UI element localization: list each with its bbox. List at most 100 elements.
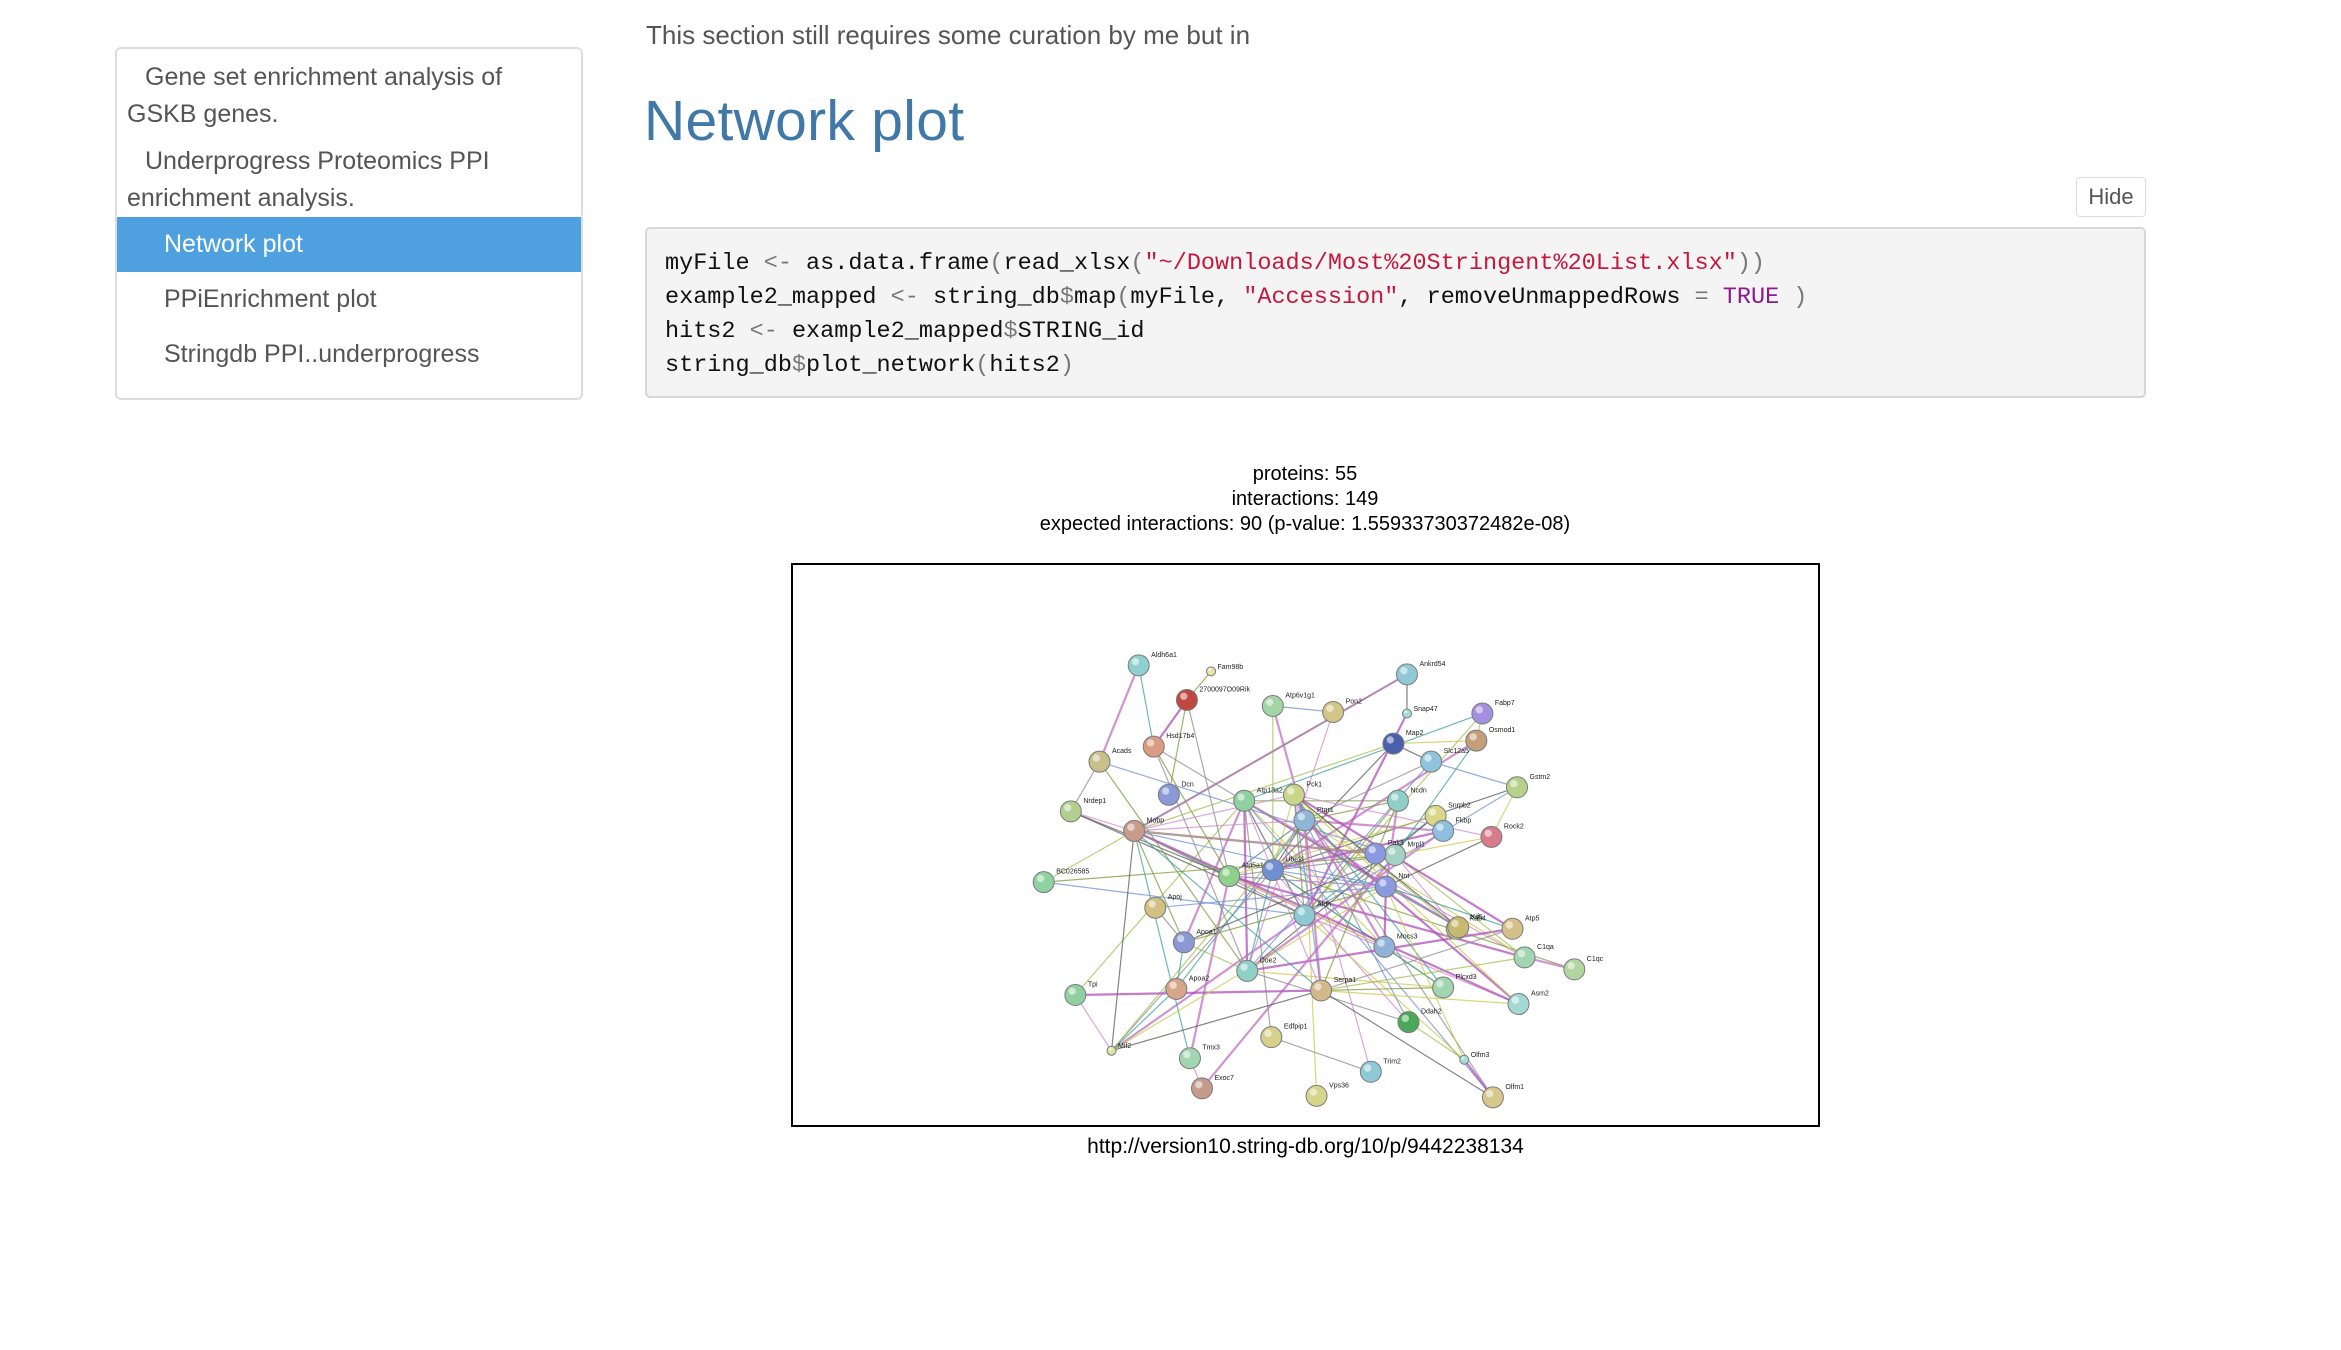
network-node[interactable]: Kif5 xyxy=(1447,914,1483,939)
network-node-circle[interactable] xyxy=(1481,1086,1504,1109)
network-node-circle[interactable] xyxy=(1305,1084,1328,1107)
network-node[interactable]: 2700097O09Rik xyxy=(1175,686,1251,711)
network-node-circle[interactable] xyxy=(1233,789,1256,812)
network-node-circle[interactable] xyxy=(1172,931,1195,954)
network-node-circle[interactable] xyxy=(1506,776,1529,799)
network-node[interactable]: Mocs3 xyxy=(1373,933,1418,958)
network-node[interactable]: Slc12a5 xyxy=(1420,748,1469,773)
network-node[interactable]: Ube2l xyxy=(1261,857,1304,882)
network-node[interactable]: Rock2 xyxy=(1480,823,1524,848)
network-node-circle[interactable] xyxy=(1386,789,1409,812)
network-node[interactable]: Apoj xyxy=(1144,894,1182,919)
network-node-circle[interactable] xyxy=(1374,875,1397,898)
network-node[interactable]: Olfm1 xyxy=(1481,1084,1524,1109)
network-node[interactable]: Osmod1 xyxy=(1465,727,1516,752)
network-node-circle[interactable] xyxy=(1088,750,1111,773)
network-node[interactable]: Mif2 xyxy=(1106,1043,1131,1056)
network-node-circle[interactable] xyxy=(1175,688,1198,711)
network-node[interactable]: Acads xyxy=(1088,748,1132,773)
network-node[interactable]: Ptgr1 xyxy=(1293,807,1334,832)
network-node-circle[interactable] xyxy=(1165,977,1188,1000)
network-node-circle[interactable] xyxy=(1480,825,1503,848)
network-node-circle[interactable] xyxy=(1401,708,1412,719)
network-node-circle[interactable] xyxy=(1261,859,1284,882)
network-node-circle[interactable] xyxy=(1260,1026,1283,1049)
network-node[interactable]: Fkbp xyxy=(1432,817,1472,842)
network-node[interactable]: C1qa xyxy=(1513,944,1554,969)
network-node-circle[interactable] xyxy=(1032,871,1055,894)
network-node-circle[interactable] xyxy=(1359,1060,1382,1083)
network-node[interactable]: Trim2 xyxy=(1359,1058,1401,1083)
network-node-circle[interactable] xyxy=(1383,844,1406,866)
network-node[interactable]: Ankrd54 xyxy=(1395,661,1446,686)
network-node-circle[interactable] xyxy=(1127,654,1150,677)
network-node[interactable]: C1qc xyxy=(1563,956,1604,981)
network-node-circle[interactable] xyxy=(1395,663,1418,686)
network-node-circle[interactable] xyxy=(1142,735,1165,758)
network-node[interactable]: Apoa2 xyxy=(1165,975,1209,1000)
network-node-circle[interactable] xyxy=(1106,1045,1117,1056)
network-node-circle[interactable] xyxy=(1064,984,1087,1006)
network-node[interactable]: Nnt xyxy=(1374,873,1409,898)
network-node-circle[interactable] xyxy=(1397,1011,1420,1034)
network-node-circle[interactable] xyxy=(1373,935,1396,958)
network-node[interactable]: Plcxd3 xyxy=(1432,974,1477,999)
network-node-circle[interactable] xyxy=(1178,1047,1201,1070)
network-node-circle[interactable] xyxy=(1261,694,1284,717)
network-node[interactable]: Pck1 xyxy=(1282,781,1322,806)
network-node-circle[interactable] xyxy=(1144,896,1167,919)
network-node-circle[interactable] xyxy=(1563,958,1586,981)
network-node-circle[interactable] xyxy=(1218,865,1241,888)
network-node[interactable]: Serpa1 xyxy=(1310,977,1357,1002)
network-node[interactable]: Dcn xyxy=(1157,781,1194,806)
network-node-circle[interactable] xyxy=(1293,904,1316,927)
network-node-circle[interactable] xyxy=(1432,819,1455,842)
network-node[interactable]: Asm2 xyxy=(1507,991,1549,1016)
network-node-circle[interactable] xyxy=(1507,993,1530,1016)
network-node[interactable]: Snap47 xyxy=(1401,706,1438,719)
network-node-circle[interactable] xyxy=(1465,729,1488,752)
network-node[interactable]: Map2 xyxy=(1382,730,1424,755)
network-node-circle[interactable] xyxy=(1364,842,1387,865)
network-node[interactable]: Atp6v1g1 xyxy=(1261,692,1315,717)
network-node-circle[interactable] xyxy=(1420,750,1443,773)
network-node[interactable]: Aldh xyxy=(1293,902,1331,927)
network-node[interactable]: Atp13a2 xyxy=(1233,787,1283,812)
network-node-circle[interactable] xyxy=(1310,979,1333,1002)
string-db-url[interactable]: http://version10.string-db.org/10/p/9442… xyxy=(1087,1135,1524,1158)
network-node[interactable]: BC026585 xyxy=(1032,869,1089,894)
toc-item[interactable]: Stringdb PPI..underprogress xyxy=(164,340,480,368)
network-node[interactable]: Edfpip1 xyxy=(1260,1024,1308,1049)
network-node-circle[interactable] xyxy=(1447,916,1470,939)
network-node-circle[interactable] xyxy=(1123,819,1146,842)
network-node[interactable]: Pak3 xyxy=(1364,840,1404,865)
network-node[interactable]: Doe2 xyxy=(1236,957,1277,982)
network-node-circle[interactable] xyxy=(1432,976,1455,999)
network-node[interactable]: Olfm3 xyxy=(1459,1052,1490,1065)
network-node-circle[interactable] xyxy=(1206,666,1217,677)
network-node[interactable]: Vps36 xyxy=(1305,1082,1349,1107)
network-node[interactable]: Ncdn xyxy=(1386,787,1427,812)
toc-item[interactable]: PPiEnrichment plot xyxy=(164,285,377,313)
network-node[interactable]: Ddah2 xyxy=(1397,1009,1442,1034)
network-node[interactable]: Mrpl1 xyxy=(1383,842,1425,866)
network-node[interactable]: Apoa1 xyxy=(1172,929,1217,954)
network-node-circle[interactable] xyxy=(1293,809,1316,832)
network-node[interactable]: Atp5a1 xyxy=(1218,863,1264,888)
network-node-circle[interactable] xyxy=(1282,783,1305,806)
network-node[interactable]: Fabp7 xyxy=(1471,700,1515,725)
network-node[interactable]: Atp5 xyxy=(1501,915,1540,940)
network-node[interactable]: Tpi xyxy=(1064,982,1098,1006)
network-node[interactable]: Mobp xyxy=(1123,817,1165,842)
network-node-circle[interactable] xyxy=(1459,1054,1470,1065)
network-node[interactable]: Fam98b xyxy=(1206,664,1244,677)
network-node[interactable]: Tmx3 xyxy=(1178,1045,1220,1070)
network-node[interactable]: Pon2 xyxy=(1322,698,1362,723)
network-node-circle[interactable] xyxy=(1382,732,1405,755)
network-node-circle[interactable] xyxy=(1190,1077,1213,1100)
hide-code-button[interactable]: Hide xyxy=(2076,177,2146,217)
network-node-circle[interactable] xyxy=(1236,959,1259,982)
toc-item[interactable]: Network plot xyxy=(117,217,581,272)
network-node[interactable]: Gstm2 xyxy=(1506,774,1551,799)
network-node-circle[interactable] xyxy=(1157,783,1180,806)
